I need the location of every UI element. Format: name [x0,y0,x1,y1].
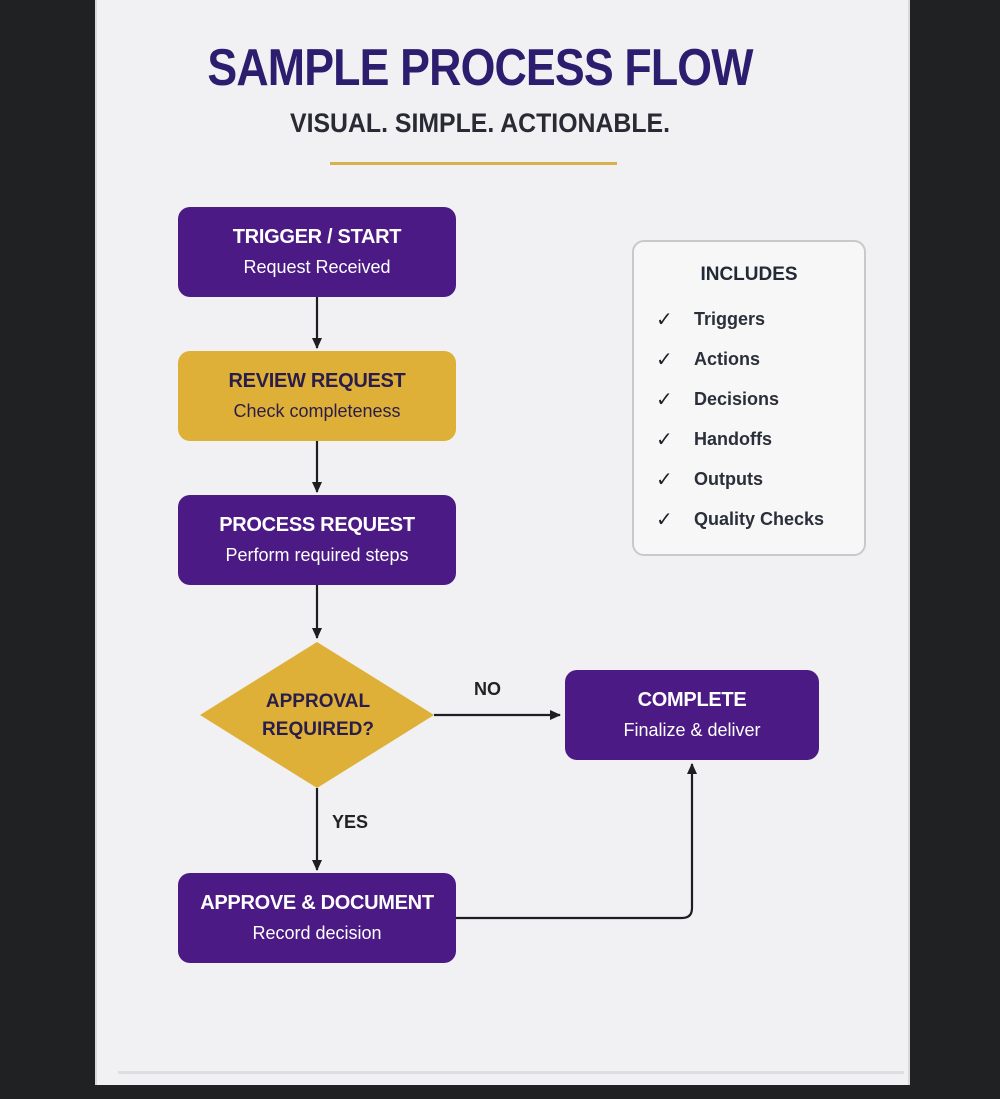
edge-label-yes: YES [332,812,369,832]
node-complete-title: COMPLETE [637,689,747,711]
node-review-subtitle: Check completeness [233,401,401,421]
node-approve-document: APPROVE & DOCUMENT Record decision [178,873,456,963]
page-title: SAMPLE PROCESS FLOW [207,39,753,97]
edge-label-no: NO [474,679,501,699]
includes-panel: INCLUDES ✓ Triggers ✓ Actions ✓ Decision… [632,240,866,556]
includes-item-label: Handoffs [694,428,772,449]
node-approve-title: APPROVE & DOCUMENT [200,892,434,914]
checkmark-icon: ✓ [656,467,673,491]
node-process-title: PROCESS REQUEST [219,514,415,536]
page-subtitle: VISUAL. SIMPLE. ACTIONABLE. [290,108,670,138]
includes-title: INCLUDES [700,264,798,285]
checkmark-icon: ✓ [656,507,673,531]
includes-item: ✓ Actions [656,344,760,374]
decision-diamond [200,642,434,788]
node-approve-subtitle: Record decision [252,923,382,943]
node-trigger-start: TRIGGER / START Request Received [178,207,456,297]
node-complete: COMPLETE Finalize & deliver [565,670,819,760]
node-review-request: REVIEW REQUEST Check completeness [178,351,456,441]
page-bottom-rule [118,1071,904,1074]
includes-item: ✓ Quality Checks [656,504,824,534]
edge-approve-to-complete [456,763,697,920]
title-divider [330,162,617,165]
checkmark-icon: ✓ [656,347,673,371]
includes-item-label: Actions [694,348,761,369]
includes-item-label: Triggers [694,308,766,329]
node-complete-subtitle: Finalize & deliver [623,720,761,740]
checkmark-icon: ✓ [656,427,673,451]
decision-label: APPROVAL REQUIRED? [200,688,436,744]
includes-item: ✓ Handoffs [656,424,772,454]
decision-label-line1: APPROVAL [265,691,371,712]
node-trigger-title: TRIGGER / START [232,226,402,248]
node-trigger-subtitle: Request Received [243,257,391,277]
decision-label-line2: REQUIRED? [262,719,374,740]
node-process-request: PROCESS REQUEST Perform required steps [178,495,456,585]
includes-item-label: Outputs [694,468,763,489]
includes-item: ✓ Outputs [656,464,763,494]
checkmark-icon: ✓ [656,307,673,331]
includes-item: ✓ Triggers [656,304,765,334]
checkmark-icon: ✓ [656,387,673,411]
includes-item-label: Decisions [694,388,780,409]
node-review-title: REVIEW REQUEST [228,370,406,392]
node-process-subtitle: Perform required steps [225,545,409,565]
includes-item: ✓ Decisions [656,384,779,414]
includes-item-label: Quality Checks [694,508,825,529]
